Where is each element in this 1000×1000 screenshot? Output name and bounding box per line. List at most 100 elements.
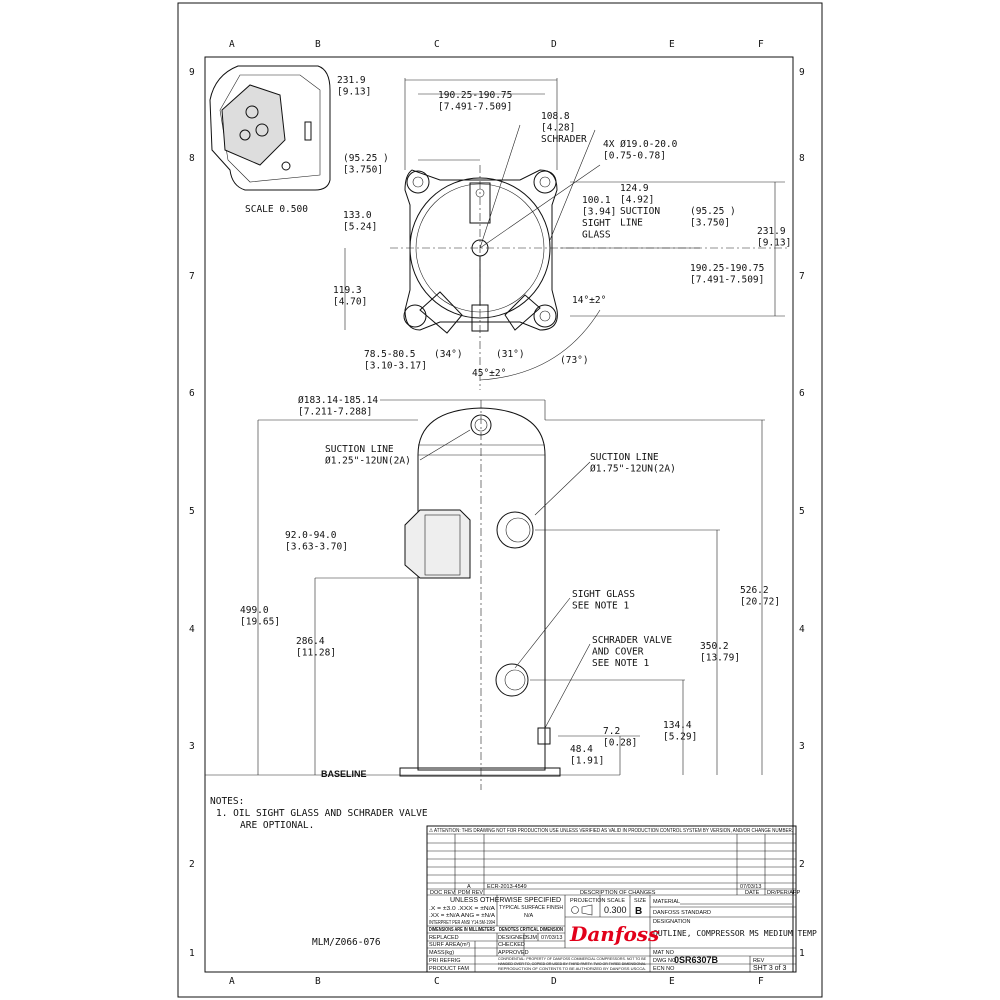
dim-height-134: [5.29] [663,732,697,743]
grid-row-label: 9 [799,67,805,78]
tolerance-line: .X = ±3.0 .XXX = ±N/A [429,906,495,912]
scale-label: SCALE [607,898,625,904]
dim-sight-glass-radius: [3.94] [582,207,616,218]
reference-number: MLM/Z066-076 [312,937,381,948]
inset-scale-label: SCALE 0.500 [245,204,308,215]
projection-label: PROJECTION [570,898,605,904]
dim-height-134: 134.4 [663,720,692,731]
grid-row-label: 9 [189,67,195,78]
dim-fitting-width: 92.0-94.0 [285,530,337,541]
dim-half-spacing-right: (95.25 ) [690,206,736,217]
dim-angle-34: (34°) [434,349,463,360]
dim-suction-top: SUCTION LINE [325,444,394,455]
dim-top-width-right: [9.13] [757,238,791,249]
change-date: 07/03/13 [740,884,761,890]
danfoss-standard: DANFOSS STANDARD [653,910,711,916]
grid-column-label: C [434,39,440,50]
grid-column-label: D [551,39,557,50]
units-note: DIMENSIONS ARE IN MILLIMETERS [429,927,495,933]
dim-height-286: 286.4 [296,636,325,647]
dim-fitting-width: [3.63-3.70] [285,542,348,553]
danfoss-logo: Danfoss [569,922,659,946]
dim-discharge-width: [3.10-3.17] [364,361,427,372]
dim-schrader-angle: [4.28] [541,123,575,134]
dim-suction-line-radius: [4.92] [620,195,654,206]
top-view [344,78,790,390]
grid-row-label: 7 [189,271,195,282]
confidential-line: REPRODUCTION OF CONTENTS TO BE AUTHORIZE… [498,966,646,971]
size-value: B [635,906,642,917]
surf-area-label: SURF AREA(m²) [429,942,470,948]
grid-column-label: E [669,39,675,50]
product-fam-label: PRODUCT FAM [429,966,469,972]
dim-sight-glass-radius: GLASS [582,230,611,241]
dim-schrader-note: SCHRADER VALVE [592,635,672,646]
dim-bolt-spacing-top: [7.491-7.509] [438,102,512,113]
mat-no-label: MAT NO [653,950,675,956]
designation: OUTLINE, COMPRESSOR MS MEDIUM TEMP [653,929,817,938]
grid-column-label: C [434,976,440,987]
mass-label: MASS(kg) [429,950,454,956]
dim-offset-119: [4.70] [333,297,367,308]
dim-schrader-note: AND COVER [592,647,644,658]
tolerance-line: .XX = ±N/A ANG = ±N/A [429,913,495,919]
grid-column-label: F [758,39,764,50]
critical-note: DENOTES CRITICAL DIMENSION [499,927,563,933]
designed-date: 07/03/13 [541,935,562,941]
replaced-label: REPLACED [429,935,459,941]
dim-angle-73: (73°) [560,355,589,366]
grid-row-label: 6 [189,388,195,399]
drawing-number: 0SR6307B [674,955,719,965]
grid-row-label: 5 [799,506,805,517]
grid-column-label: A [229,976,235,987]
grid-row-label: 8 [189,153,195,164]
dim-schrader-angle: SCHRADER [541,134,587,145]
dim-half-spacing-left: [3.750] [343,165,383,176]
dim-angle-31: (31°) [496,349,525,360]
outer-frame [177,2,823,998]
attention-banner: ⚠ ATTENTION: THIS DRAWING NOT FOR PRODUC… [429,827,793,834]
dim-half-spacing-left: (95.25 ) [343,153,389,164]
header-description: DESCRIPTION OF CHANGES [580,890,656,896]
dim-suction-side: SUCTION LINE [590,452,659,463]
grid-row-label: 8 [799,153,805,164]
dim-offset-7: 7.2 [603,726,620,737]
dimension-labels: 231.9[9.13]190.25-190.75[7.491-7.509]108… [240,75,791,767]
grid-row-label: 1 [799,948,805,959]
grid-column-label: D [551,976,557,987]
grid-row-label: 3 [799,741,805,752]
dim-offset-7: [0.28] [603,738,637,749]
dim-height-350: 350.2 [700,641,729,652]
ecn-no-label: ECN NO [653,966,675,972]
dim-offset-119: 119.3 [333,285,362,296]
approved-label: APPROVED [498,950,529,956]
note-line: ARE OPTIONAL. [240,820,314,831]
dim-diag-133: 133.0 [343,210,372,221]
dim-shell-diameter: Ø183.14-185.14 [298,395,378,406]
dim-schrader-note: SEE NOTE 1 [592,658,649,669]
header-doc-rev: DOC REV [430,890,455,896]
size-label: SIZE [634,898,647,904]
note-line: 1. OIL SIGHT GLASS AND SCHRADER VALVE [216,808,428,819]
dim-sight-glass-radius: SIGHT [582,218,611,229]
dim-bolt-spacing-right: 190.25-190.75 [690,263,764,274]
dim-angle-45: 45°±2° [472,368,506,379]
designer: SJM [526,935,537,941]
grid-column-label: B [315,39,321,50]
dim-height-48: [1.91] [570,756,604,767]
dim-discharge-width: 78.5-80.5 [364,349,415,360]
dim-half-spacing-right: [3.750] [690,218,730,229]
dim-diag-133: [5.24] [343,222,377,233]
header-date: DATE [745,890,760,896]
pri-refrig-label: PRI REFRIG [429,958,460,964]
dim-suction-line-radius: 124.9 [620,183,649,194]
designed-label: DESIGNED [498,935,527,941]
notes: NOTES: 1. OIL SIGHT GLASS AND SCHRADER V… [210,796,428,831]
dim-height-526: 526.2 [740,585,769,596]
dim-bolt-spacing-top: 190.25-190.75 [438,90,512,101]
grid-row-label: 6 [799,388,805,399]
dim-height-499: 499.0 [240,605,269,616]
